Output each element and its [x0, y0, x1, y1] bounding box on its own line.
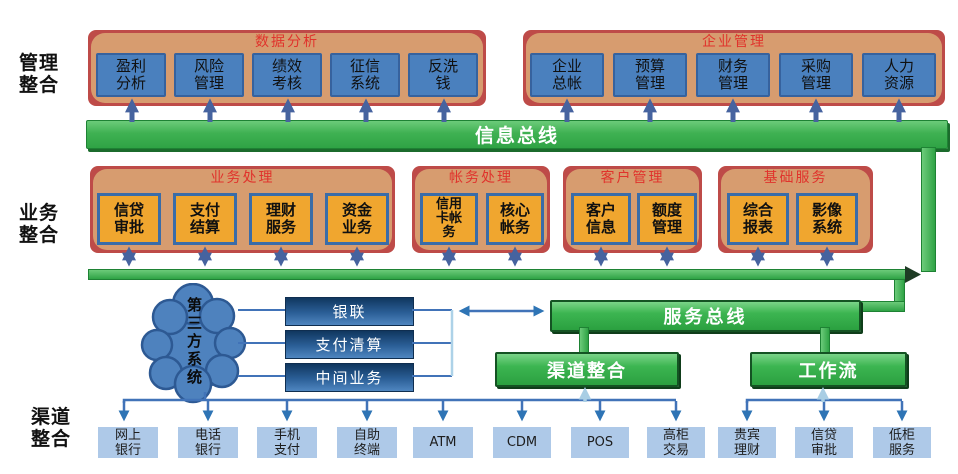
information-bus-label: 信息总线	[474, 125, 559, 147]
group-title: 基础服务	[763, 170, 828, 186]
channel-integration-bar: 渠道整合	[495, 352, 679, 387]
group-enterprise-management: 企业管理 企业 总帐 预算 管理 财务 管理 采购 管理 人力 资源	[523, 30, 945, 106]
channel-mobile-payment: 手机 支付	[257, 427, 317, 458]
channel-online-banking: 网上 银行	[98, 427, 158, 458]
service-bus-stub-right	[820, 327, 830, 353]
workflow-bar: 工作流	[750, 352, 907, 387]
group-title: 客户管理	[600, 170, 665, 186]
bus-vertical-connector	[921, 147, 936, 272]
service-bus-label: 服务总线	[663, 307, 748, 328]
module-box: 额度 管理	[637, 193, 697, 245]
third-party-cloud-label: 第三方系统	[185, 297, 203, 387]
group-data-analysis: 数据分析 盈利 分析 风险 管理 绩效 考核 征信 系统 反洗 钱	[88, 30, 486, 106]
channel-credit-approval: 信贷 审批	[795, 427, 853, 458]
group-accounting-processing: 帐务处理 信用 卡帐 务 核心 帐务	[412, 166, 550, 253]
service-bus-bar: 服务总线	[550, 300, 861, 332]
module-box: 影像 系统	[796, 193, 858, 245]
service-bus-stub-left	[579, 327, 589, 353]
group-customer-management: 客户管理 客户 信息 额度 管理	[563, 166, 702, 253]
module-box: 盈利 分析	[96, 53, 166, 97]
module-box: 风险 管理	[174, 53, 244, 97]
channel-distribution-lines	[118, 392, 682, 422]
information-bus-bar: 信息总线	[86, 120, 948, 149]
module-box: 反洗 钱	[408, 53, 478, 97]
payment-clearing-box: 支付清算	[285, 330, 414, 359]
group-business-processing: 业务处理 信贷 审批 支付 结算 理财 服务 资金 业务	[90, 166, 395, 253]
module-box: 资金 业务	[325, 193, 389, 245]
group-title: 数据分析	[255, 34, 319, 50]
channel-vip-wealth: 贵宾 理财	[718, 427, 776, 458]
module-box: 绩效 考核	[252, 53, 322, 97]
label-channel-integration: 渠道 整合	[30, 406, 71, 450]
channel-cdm: CDM	[493, 427, 551, 458]
group-title: 业务处理	[210, 170, 275, 186]
module-to-bus-double-arrows	[122, 246, 834, 267]
module-box: 客户 信息	[571, 193, 631, 245]
channel-phone-banking: 电话 银行	[178, 427, 238, 458]
unionpay-box: 银联	[285, 297, 414, 326]
channel-high-counter: 高柜 交易	[647, 427, 705, 458]
module-box: 支付 结算	[173, 193, 237, 245]
module-box: 信用 卡帐 务	[420, 193, 478, 245]
channel-pos: POS	[571, 427, 629, 458]
module-box: 人力 资源	[862, 53, 936, 97]
workflow-label: 工作流	[798, 360, 859, 382]
module-box: 企业 总帐	[530, 53, 604, 97]
channel-low-counter: 低柜 服务	[873, 427, 931, 458]
module-box: 财务 管理	[696, 53, 770, 97]
module-box: 核心 帐务	[486, 193, 544, 245]
module-box: 征信 系统	[330, 53, 400, 97]
label-business-integration: 业务 整合	[18, 202, 59, 246]
module-box: 预算 管理	[613, 53, 687, 97]
group-basic-services: 基础服务 综合 报表 影像 系统	[718, 166, 873, 253]
channel-integration-label: 渠道整合	[547, 360, 627, 382]
module-box: 综合 报表	[727, 193, 789, 245]
integration-bus-bar	[88, 269, 906, 280]
channel-self-service-terminal: 自助 终端	[337, 427, 397, 458]
group-title: 企业管理	[702, 34, 766, 50]
intermediary-business-box: 中间业务	[285, 363, 414, 392]
label-management-integration: 管理 整合	[18, 52, 59, 96]
upward-feedback-arrows	[578, 386, 830, 402]
workflow-distribution-lines	[741, 398, 908, 422]
module-box: 采购 管理	[779, 53, 853, 97]
elbow-horizontal-connector	[855, 301, 905, 312]
group-title: 帐务处理	[449, 170, 513, 186]
module-box: 理财 服务	[249, 193, 313, 245]
integration-bus-arrowhead	[905, 266, 921, 283]
module-box: 信贷 审批	[97, 193, 161, 245]
channel-atm: ATM	[413, 427, 473, 458]
